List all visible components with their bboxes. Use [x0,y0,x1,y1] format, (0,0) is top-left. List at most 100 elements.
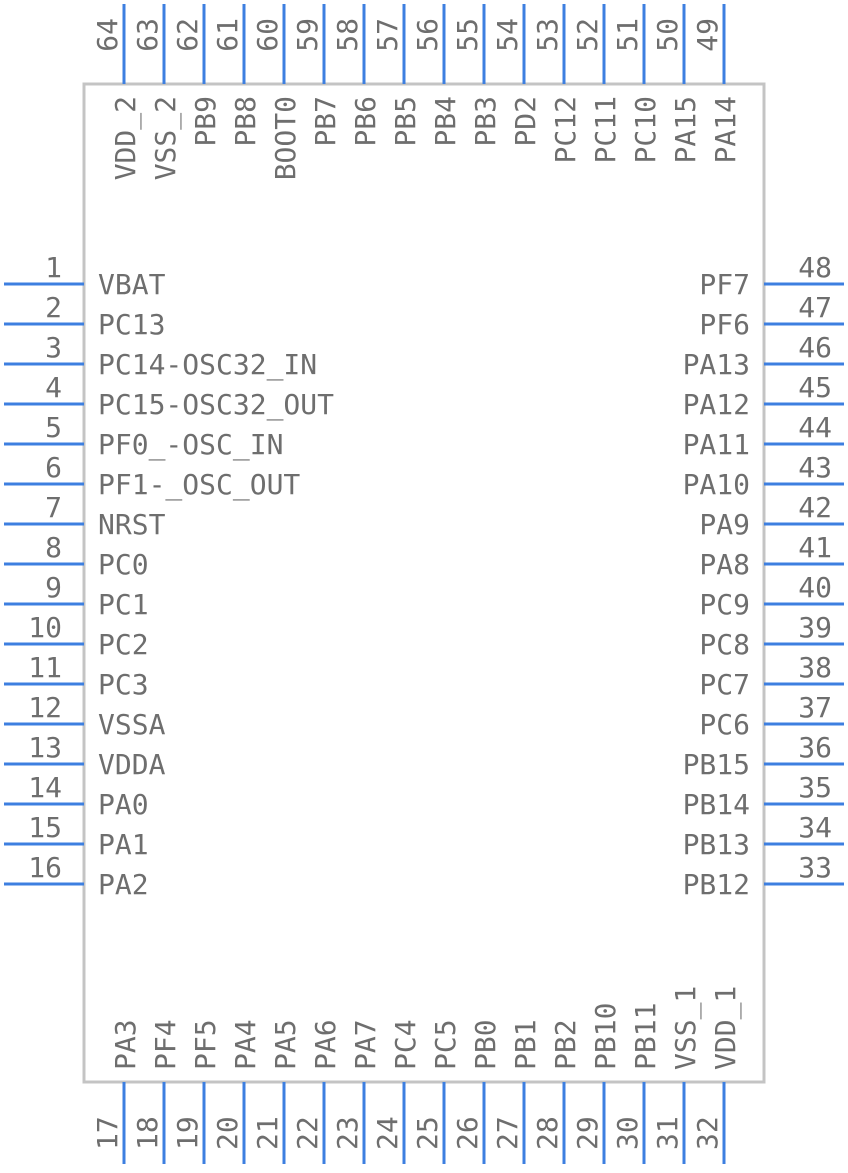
pin-number: 20 [211,1116,244,1150]
pin-number: 54 [491,18,524,52]
pin-number: 32 [691,1116,724,1150]
pin-number: 34 [798,811,832,844]
pin-number: 5 [45,411,62,444]
pin-number: 4 [45,371,62,404]
pin-number: 33 [798,851,832,884]
pin-number: 27 [491,1116,524,1150]
pin-27: 27 PB1 [491,1019,542,1164]
pin-label: PF1-_OSC_OUT [98,468,300,502]
pin-label: PC13 [98,308,165,341]
pin-number: 64 [91,18,124,52]
pin-label: PA0 [98,788,149,821]
pin-label: PA2 [98,868,149,901]
pin-label: PC5 [429,1019,462,1070]
pin-label: PC1 [98,588,149,621]
pin-number: 63 [131,18,164,52]
pin-label: VSS_1 [669,986,703,1070]
pin-number: 56 [411,18,444,52]
pin-label: PA15 [669,96,702,163]
pin-number: 51 [611,18,644,52]
pins-left-group: 1VBAT2PC133PC14-OSC32_IN4PC15-OSC32_OUT5… [4,251,334,901]
ic-body [82,82,766,1084]
pin-number: 12 [28,691,62,724]
pin-number: 18 [131,1116,164,1150]
pin-label: PB6 [349,96,382,147]
pin-label: PD2 [509,96,542,147]
pin-label: PA6 [309,1019,342,1070]
pin-label: PC14-OSC32_IN [98,348,317,382]
pin-number: 47 [798,291,832,324]
pin-label: PB10 [589,1003,622,1070]
pins-right-group: 33PB1234PB1335PB1436PB1537PC638PC739PC84… [683,251,844,901]
pin-label: PC6 [699,708,750,741]
pin-label: PC12 [549,96,582,163]
pin-label: PC2 [98,628,149,661]
pin-number: 7 [45,491,62,524]
pin-label: PB1 [509,1019,542,1070]
pin-number: 26 [451,1116,484,1150]
pin-label: PB2 [549,1019,582,1070]
pin-number: 21 [251,1116,284,1150]
pin-number: 19 [171,1116,204,1150]
pin-label: VSS_2 [149,96,183,180]
pin-number: 37 [798,691,832,724]
pin-number: 29 [571,1116,604,1150]
pin-number: 16 [28,851,62,884]
pin-label: PA12 [683,388,750,421]
pin-number: 58 [331,18,364,52]
pin-number: 38 [798,651,832,684]
pin-number: 10 [28,611,62,644]
pin-label: PC7 [699,668,750,701]
pin-number: 14 [28,771,62,804]
pin-number: 50 [651,18,684,52]
pin-number: 41 [798,531,832,564]
pin-number: 23 [331,1116,364,1150]
pin-19: 19 PF5 [171,1019,222,1164]
pin-number: 40 [798,571,832,604]
pin-label: PC10 [629,96,662,163]
pin-number: 45 [798,371,832,404]
pin-label: PF5 [189,1019,222,1070]
pin-label: PC11 [589,96,622,163]
pin-number: 55 [451,18,484,52]
pins-bottom-group: 17PA318PF419PF520PA421PA522PA623PA724PC4… [91,986,743,1164]
pin-label: PA11 [683,428,750,461]
pin-label: VDDA [98,748,166,781]
pin-29: 29 PB10 [571,1003,622,1164]
pin-label: PB12 [683,868,750,901]
pin-label: PA7 [349,1019,382,1070]
pin-label: PA13 [683,348,750,381]
pin-number: 61 [211,18,244,52]
pin-label: VSSA [98,708,166,741]
pin-number: 53 [531,18,564,52]
